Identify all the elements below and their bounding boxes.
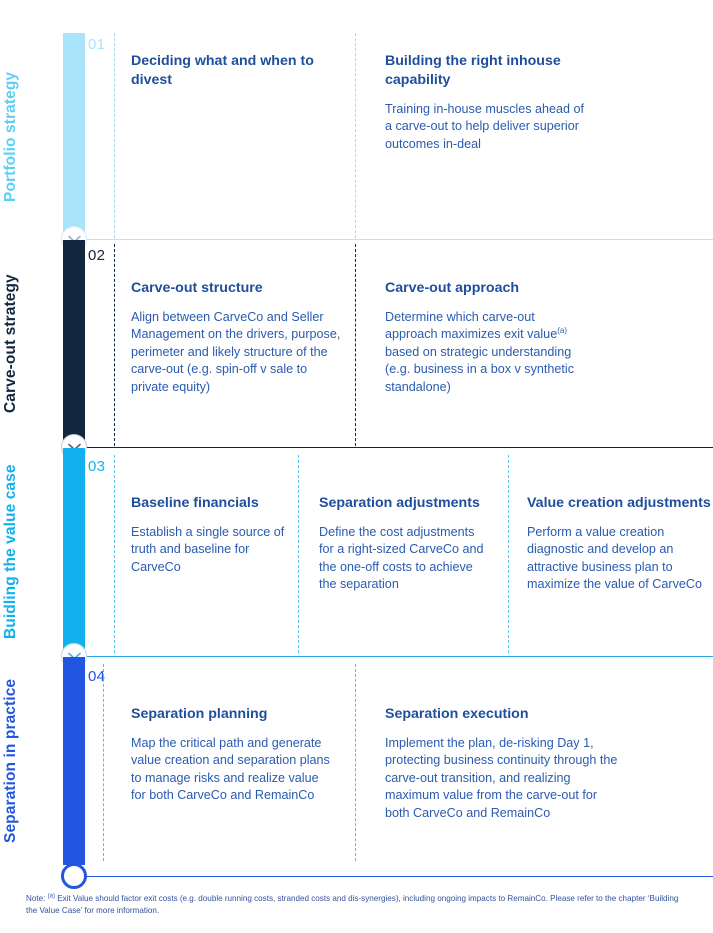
column-divider-04-b bbox=[355, 664, 356, 861]
card-03-3[interactable]: Value creation adjustments Perform a val… bbox=[527, 494, 713, 594]
card-body-text: Determine which carve-out approach maxim… bbox=[385, 310, 558, 342]
card-title: Building the right inhouse capability bbox=[385, 53, 561, 88]
stage-divider-04 bbox=[63, 876, 713, 877]
stage-number-02: 02 bbox=[88, 247, 106, 264]
column-divider-02-b bbox=[355, 244, 356, 446]
column-divider-04-a bbox=[103, 664, 104, 861]
card-02-2[interactable]: Carve-out approach Determine which carve… bbox=[385, 279, 590, 396]
card-04-1[interactable]: Separation planning Map the critical pat… bbox=[131, 705, 336, 805]
column-divider-01-b bbox=[355, 33, 356, 238]
stage-number-03: 03 bbox=[88, 458, 106, 475]
card-03-1[interactable]: Baseline financials Establish a single s… bbox=[131, 494, 291, 576]
stage-rail-04 bbox=[63, 657, 85, 865]
stage-rail-02 bbox=[63, 240, 85, 447]
card-04-2[interactable]: Separation execution Implement the plan,… bbox=[385, 705, 625, 822]
stage-label-02: Carve-out strategy bbox=[2, 274, 19, 413]
card-body: Define the cost adjustments for a right-… bbox=[319, 525, 484, 592]
card-title: Value creation adjustments bbox=[527, 495, 711, 511]
column-divider-03-b bbox=[298, 455, 299, 653]
card-title: Carve-out structure bbox=[131, 280, 263, 296]
footnote-text: Exit Value should factor exit costs (e.g… bbox=[26, 894, 679, 915]
card-body: Perform a value creation diagnostic and … bbox=[527, 525, 702, 592]
card-title: Separation adjustments bbox=[319, 495, 480, 511]
footnote: Note: (a) Exit Value should factor exit … bbox=[26, 893, 691, 916]
card-body: Map the critical path and generate value… bbox=[131, 736, 330, 803]
stage-divider-03 bbox=[63, 656, 713, 657]
column-divider-01-a bbox=[114, 33, 115, 238]
card-body: Determine which carve-out approach maxim… bbox=[385, 309, 590, 396]
card-02-1[interactable]: Carve-out structure Align between CarveC… bbox=[131, 279, 341, 396]
journey-end-node-icon[interactable] bbox=[61, 863, 87, 889]
stage-label-03: Buidling the value case bbox=[2, 464, 19, 639]
footnote-marker-icon: (a) bbox=[47, 893, 55, 900]
stage-label-04: Separation in practice bbox=[2, 678, 19, 844]
card-body: Implement the plan, de-risking Day 1, pr… bbox=[385, 736, 618, 820]
stage-label-01: Portfolio strategy bbox=[2, 71, 19, 202]
column-divider-03-a bbox=[114, 455, 115, 653]
column-divider-03-c bbox=[508, 455, 509, 653]
card-01-2[interactable]: Building the right inhouse capability Tr… bbox=[385, 52, 585, 153]
card-03-2[interactable]: Separation adjustments Define the cost a… bbox=[319, 494, 489, 594]
card-body-text-cont: based on strategic understanding (e.g. b… bbox=[385, 344, 575, 394]
stage-divider-02 bbox=[63, 447, 713, 448]
card-body: Training in-house muscles ahead of a car… bbox=[385, 102, 585, 151]
stage-divider-01 bbox=[63, 239, 713, 240]
card-title: Carve-out approach bbox=[385, 280, 520, 296]
footnote-prefix: Note: bbox=[26, 894, 48, 903]
footnote-marker: (a) bbox=[557, 326, 567, 336]
card-body: Establish a single source of truth and b… bbox=[131, 525, 285, 574]
stage-number-01: 01 bbox=[88, 36, 106, 53]
card-title: Baseline financials bbox=[131, 495, 259, 511]
stage-rail-01 bbox=[63, 33, 85, 240]
card-title: Deciding what and when to divest bbox=[131, 53, 314, 88]
card-title: Separation planning bbox=[131, 706, 268, 722]
card-title: Separation execution bbox=[385, 706, 529, 722]
stage-rail-03 bbox=[63, 448, 85, 655]
card-01-1[interactable]: Deciding what and when to divest bbox=[131, 52, 336, 101]
stage-number-04: 04 bbox=[88, 668, 106, 685]
card-body: Align between CarveCo and Seller Managem… bbox=[131, 310, 341, 394]
column-divider-02-a bbox=[114, 244, 115, 446]
